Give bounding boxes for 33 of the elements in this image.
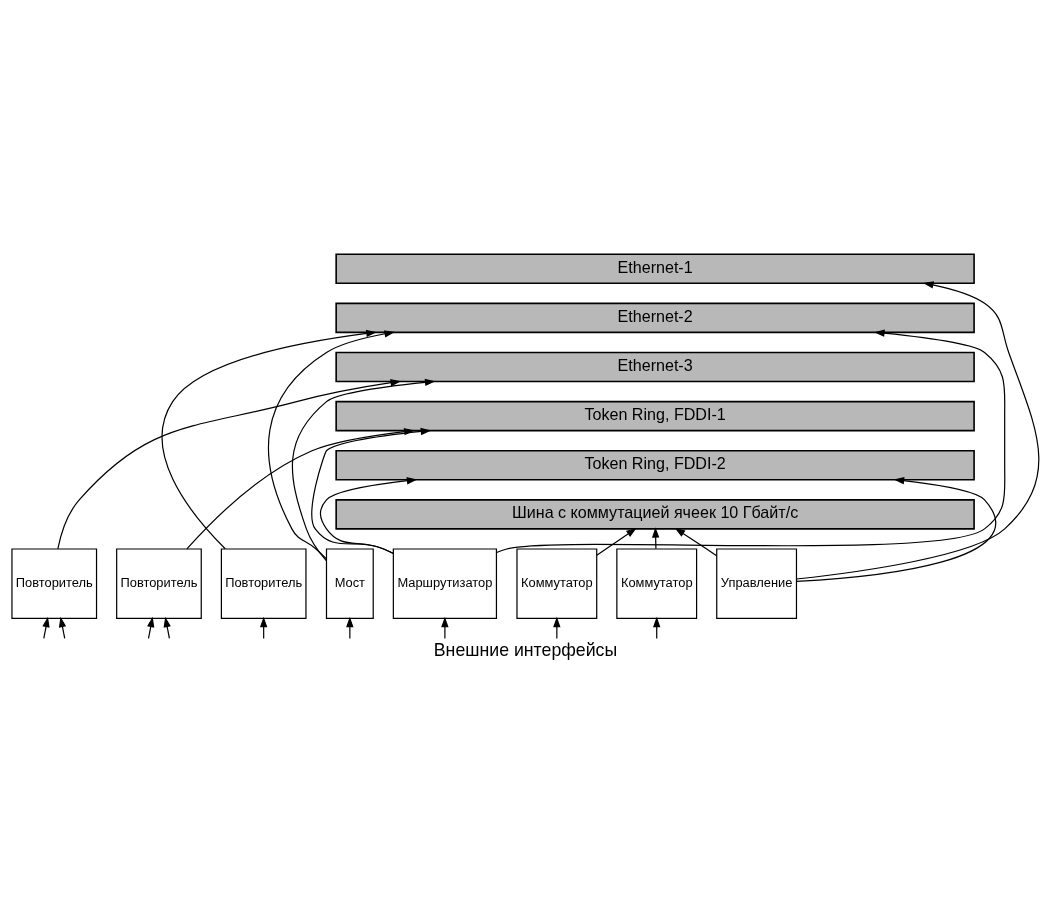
arrow	[596, 527, 637, 556]
node-box: Ethernet-3	[335, 351, 975, 383]
arrow	[267, 330, 395, 560]
node-box: Управление	[716, 548, 798, 619]
node-box: Token Ring, FDDI-2	[335, 449, 975, 481]
node-box: Token Ring, FDDI-1	[335, 400, 975, 432]
arrow	[441, 616, 449, 639]
arrow	[496, 329, 1006, 554]
arrow	[553, 616, 561, 639]
arrow	[319, 477, 418, 555]
arrow	[674, 527, 718, 557]
arrow	[291, 378, 436, 562]
arrow	[42, 616, 50, 639]
node-box: Повторитель	[220, 548, 307, 619]
node-box: Повторитель	[116, 548, 202, 619]
arrow	[652, 527, 660, 550]
node-box: Шина с коммутацией ячеек 10 Гбайт/с	[335, 499, 975, 530]
caption: Внешние интерфейсы	[433, 640, 618, 661]
node-box: Коммутатор	[616, 548, 698, 619]
arrow	[147, 616, 155, 639]
arrow	[346, 616, 354, 639]
node-box: Коммутатор	[516, 548, 598, 619]
arrow	[161, 329, 377, 550]
arrow	[58, 616, 67, 639]
arrow	[163, 616, 171, 639]
node-box: Ethernet-2	[335, 302, 975, 334]
node-box: Маршрутизатор	[392, 548, 498, 619]
node-box: Мост	[325, 548, 374, 619]
node-box: Повторитель	[11, 548, 98, 619]
arrow	[795, 477, 996, 583]
arrow	[795, 281, 1040, 580]
node-box: Ethernet-1	[335, 253, 975, 285]
arrow	[57, 379, 402, 550]
